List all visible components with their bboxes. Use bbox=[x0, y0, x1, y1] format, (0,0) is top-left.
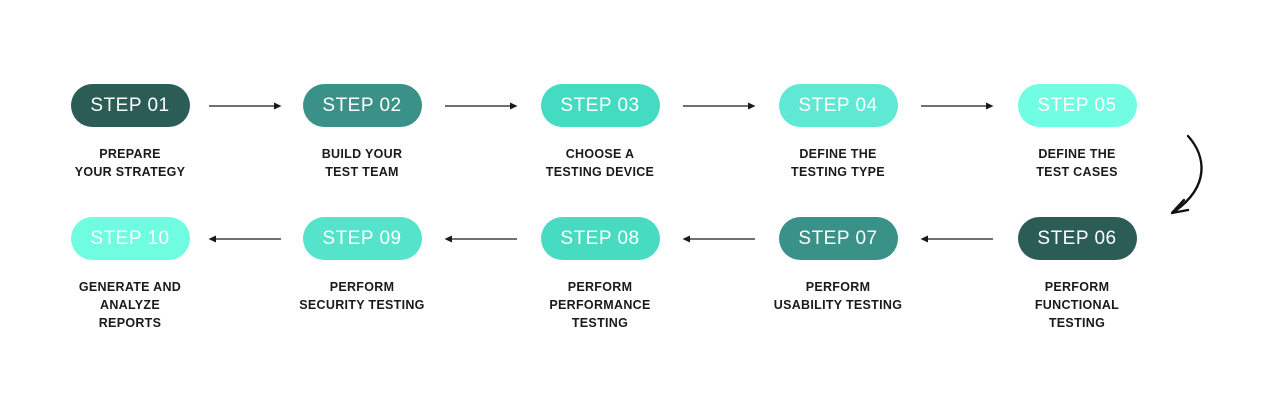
step-07-pill: STEP 07 bbox=[778, 217, 898, 260]
step-04-pill: STEP 04 bbox=[778, 84, 898, 127]
step-06-number: STEP 06 bbox=[1037, 227, 1117, 249]
flow-arrow-right-icon bbox=[921, 102, 994, 110]
step-03-pill: STEP 03 bbox=[540, 84, 660, 127]
step-04: STEP 04 DEFINE THE TESTING TYPE bbox=[722, 84, 954, 181]
step-01-number: STEP 01 bbox=[90, 94, 170, 116]
step-05: STEP 05 DEFINE THE TEST CASES bbox=[961, 84, 1193, 181]
flow-arrow-right-icon bbox=[209, 102, 282, 110]
step-08-number: STEP 08 bbox=[560, 227, 640, 249]
step-02-pill: STEP 02 bbox=[302, 84, 422, 127]
step-07-description: PERFORM USABILITY TESTING bbox=[773, 280, 903, 312]
flow-arrow-left-icon bbox=[682, 235, 755, 243]
step-03-number: STEP 03 bbox=[560, 94, 640, 116]
step-02: STEP 02 BUILD YOUR TEST TEAM bbox=[246, 84, 478, 181]
step-08: STEP 08 PERFORM PERFORMANCE TESTING bbox=[484, 217, 716, 332]
curve-down-arrow-icon bbox=[1170, 134, 1203, 215]
flow-arrow-right-icon bbox=[683, 102, 756, 110]
step-06-pill: STEP 06 bbox=[1017, 217, 1137, 260]
step-08-pill: STEP 08 bbox=[540, 217, 660, 260]
step-03: STEP 03 CHOOSE A TESTING DEVICE bbox=[484, 84, 716, 181]
step-09-number: STEP 09 bbox=[322, 227, 402, 249]
step-10-description: GENERATE AND ANALYZE REPORTS bbox=[78, 280, 182, 330]
step-02-number: STEP 02 bbox=[322, 94, 402, 116]
step-05-pill: STEP 05 bbox=[1017, 84, 1137, 127]
step-10-pill: STEP 10 bbox=[70, 217, 190, 260]
step-09: STEP 09 PERFORM SECURITY TESTING bbox=[246, 217, 478, 314]
step-07-number: STEP 07 bbox=[798, 227, 878, 249]
step-07: STEP 07 PERFORM USABILITY TESTING bbox=[722, 217, 954, 314]
flow-arrow-left-icon bbox=[920, 235, 993, 243]
step-10: STEP 10 GENERATE AND ANALYZE REPORTS bbox=[14, 217, 246, 332]
step-01: STEP 01 PREPARE YOUR STRATEGY bbox=[14, 84, 246, 181]
step-05-number: STEP 05 bbox=[1037, 94, 1117, 116]
step-08-description: PERFORM PERFORMANCE TESTING bbox=[549, 280, 651, 330]
step-01-description: PREPARE YOUR STRATEGY bbox=[74, 147, 186, 179]
flow-arrow-right-icon bbox=[445, 102, 518, 110]
step-09-description: PERFORM SECURITY TESTING bbox=[299, 280, 425, 312]
step-04-description: DEFINE THE TESTING TYPE bbox=[791, 147, 885, 179]
flow-arrow-left-icon bbox=[444, 235, 517, 243]
step-05-description: DEFINE THE TEST CASES bbox=[1036, 147, 1118, 179]
step-04-number: STEP 04 bbox=[798, 94, 878, 116]
step-10-number: STEP 10 bbox=[90, 227, 170, 249]
step-02-description: BUILD YOUR TEST TEAM bbox=[321, 147, 403, 179]
step-06: STEP 06 PERFORM FUNCTIONAL TESTING bbox=[961, 217, 1193, 332]
step-03-description: CHOOSE A TESTING DEVICE bbox=[545, 147, 655, 179]
step-01-pill: STEP 01 bbox=[70, 84, 190, 127]
step-06-description: PERFORM FUNCTIONAL TESTING bbox=[1034, 280, 1120, 330]
step-09-pill: STEP 09 bbox=[302, 217, 422, 260]
flow-arrow-left-icon bbox=[208, 235, 281, 243]
